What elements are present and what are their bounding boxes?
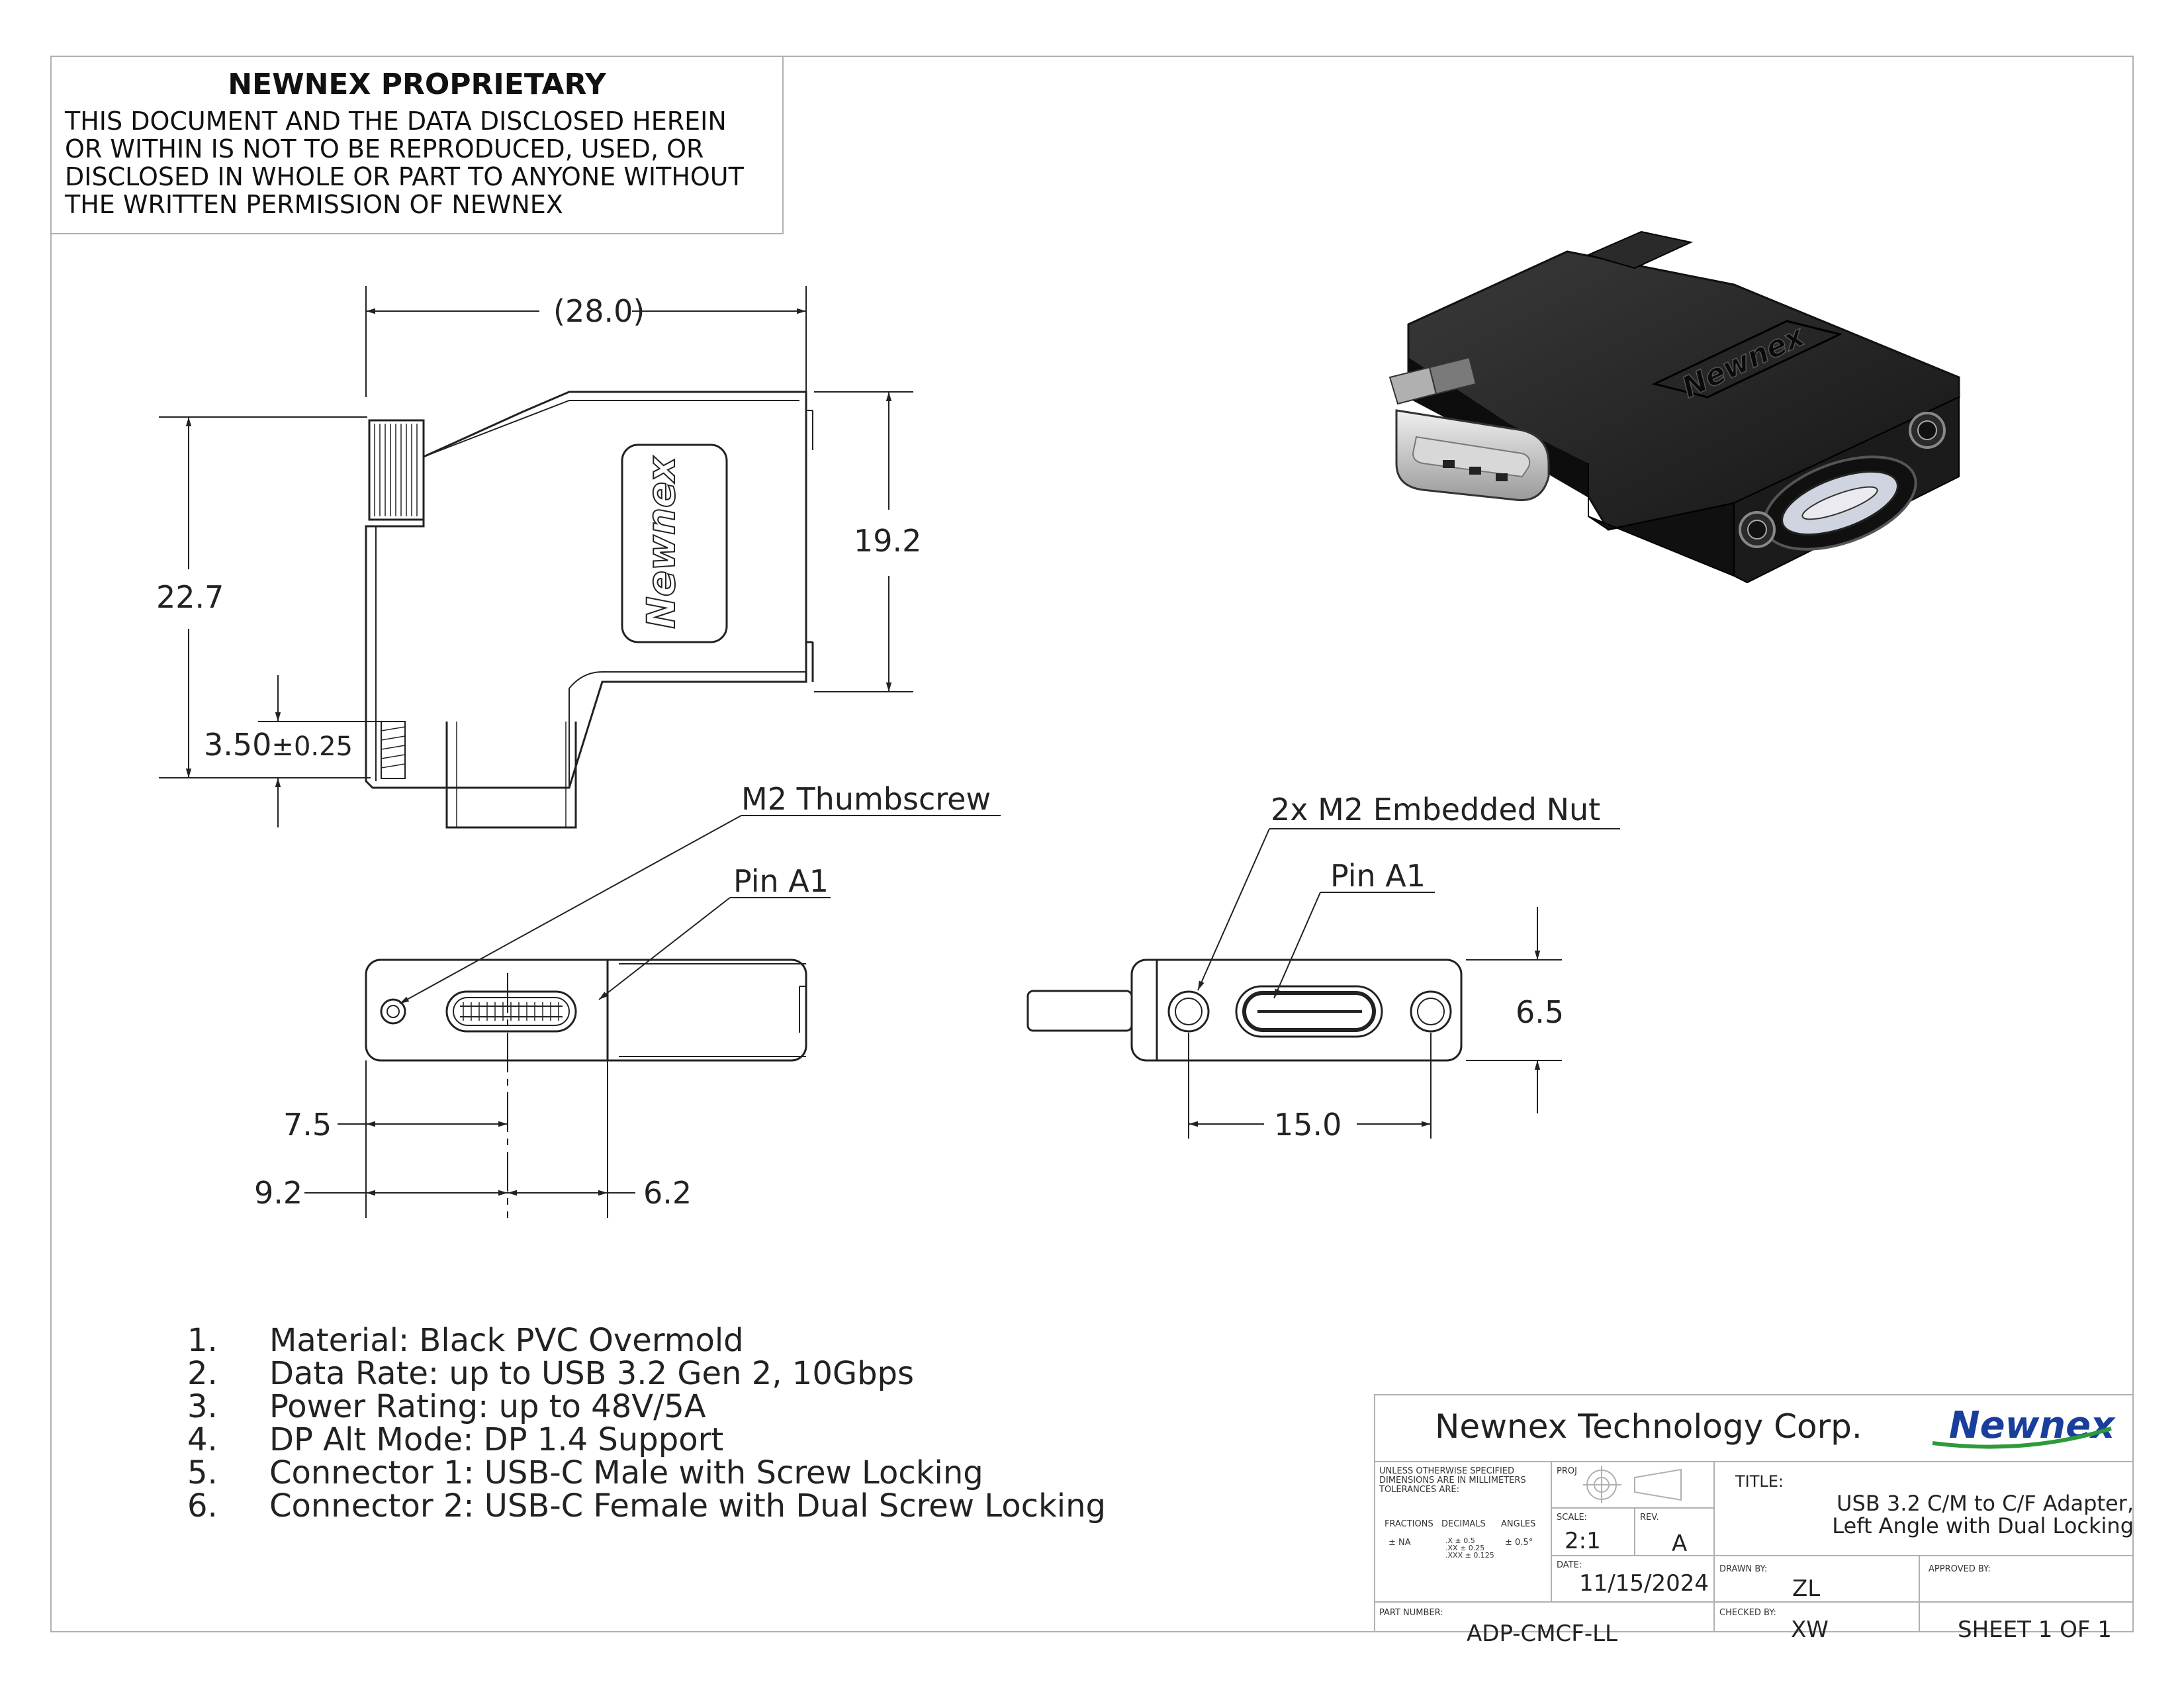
date-label: DATE:: [1557, 1560, 1582, 1570]
note-item: 6. Connector 2: USB-C Female with Dual Sc…: [187, 1489, 1106, 1523]
note-text: DP Alt Mode: DP 1.4 Support: [269, 1421, 724, 1458]
dim-height-right: 19.2: [854, 523, 922, 559]
drawing-title: USB 3.2 C/M to C/F Adapter, Left Angle w…: [1812, 1492, 2134, 1537]
callout-embedded-nut: 2x M2 Embedded Nut: [1271, 792, 1601, 827]
dim-width-top: (28.0): [553, 293, 645, 329]
note-item: 4. DP Alt Mode: DP 1.4 Support: [187, 1423, 1106, 1456]
tol-col-fractions: FRACTIONS: [1385, 1519, 1433, 1529]
proprietary-text: THIS DOCUMENT AND THE DATA DISCLOSED HER…: [65, 107, 780, 218]
tol-decimal-line: .XXX ± 0.125: [1445, 1551, 1494, 1560]
tol-col-decimals: DECIMALS: [1441, 1519, 1486, 1529]
male-end-view: [304, 815, 1001, 1218]
side-view: [159, 286, 913, 829]
note-number: 3.: [187, 1388, 218, 1425]
approved-label: APPROVED BY:: [1929, 1564, 1991, 1574]
dim-value: 28.0: [565, 293, 633, 329]
dim-male-offset-a: 7.5: [283, 1107, 332, 1143]
dim-tolerance: ±0.25: [271, 731, 353, 762]
note-text: Power Rating: up to 48V/5A: [269, 1388, 706, 1425]
sheet-border: [50, 56, 2134, 1632]
part-number: ADP-CMCF-LL: [1467, 1620, 1617, 1647]
note-item: 3. Power Rating: up to 48V/5A: [187, 1390, 1106, 1423]
checked-label: CHECKED BY:: [1719, 1608, 1776, 1618]
notes-list: 1. Material: Black PVC Overmold 2. Data Ra…: [187, 1324, 1106, 1523]
tolerance-header: UNLESS OTHERWISE SPECIFIED DIMENSIONS AR…: [1379, 1467, 1526, 1495]
tol-decimals: .X ± 0.5 .XX ± 0.25 .XXX ± 0.125: [1445, 1537, 1494, 1559]
dim-female-height: 6.5: [1516, 994, 1565, 1030]
title-label: TITLE:: [1735, 1472, 1784, 1491]
dim-male-offset-c: 6.2: [643, 1175, 692, 1211]
isometric-render: Newnex: [1388, 230, 1960, 584]
tolerance-header-line: TOLERANCES ARE:: [1379, 1485, 1459, 1495]
company-name: Newnex Technology Corp.: [1435, 1407, 1862, 1446]
dim-female-spacing: 15.0: [1274, 1107, 1342, 1143]
dim-screw-protrusion: 3.50±0.25: [204, 727, 353, 763]
drawn-label: DRAWN BY:: [1719, 1564, 1768, 1574]
title-block-logo: Newnex: [1949, 1404, 2116, 1447]
callout-thumbscrew: M2 Thumbscrew: [741, 781, 991, 817]
note-item: 2. Data Rate: up to USB 3.2 Gen 2, 10Gbps: [187, 1357, 1106, 1390]
tol-decimal-line: .X ± 0.5: [1445, 1536, 1475, 1545]
note-number: 1.: [187, 1322, 218, 1359]
drawing-title-line: Left Angle with Dual Locking: [1832, 1513, 2134, 1538]
scale-value: 2:1: [1565, 1528, 1601, 1554]
note-text: Connector 2: USB-C Female with Dual Scre…: [269, 1487, 1106, 1524]
dim-male-offset-b: 9.2: [254, 1175, 303, 1211]
date-value: 11/15/2024: [1579, 1570, 1709, 1597]
tol-decimal-line: .XX ± 0.25: [1445, 1544, 1485, 1552]
proprietary-line: THIS DOCUMENT AND THE DATA DISCLOSED HER…: [65, 107, 727, 136]
note-item: 5. Connector 1: USB-C Male with Screw Loc…: [187, 1456, 1106, 1489]
female-end-view: [1026, 828, 1620, 1139]
rev-value: A: [1672, 1530, 1688, 1557]
drawn-value: ZL: [1792, 1575, 1821, 1602]
tolerance-header-line: DIMENSIONS ARE IN MILLIMETERS: [1379, 1476, 1526, 1485]
note-number: 4.: [187, 1421, 218, 1458]
tol-col-angles: ANGLES: [1501, 1519, 1536, 1529]
note-text: Data Rate: up to USB 3.2 Gen 2, 10Gbps: [269, 1355, 915, 1392]
part-number-label: PART NUMBER:: [1379, 1608, 1443, 1618]
note-number: 6.: [187, 1487, 218, 1524]
note-item: 1. Material: Black PVC Overmold: [187, 1324, 1106, 1357]
proprietary-line: THE WRITTEN PERMISSION OF NEWNEX: [65, 190, 563, 219]
proprietary-title: NEWNEX PROPRIETARY: [228, 68, 606, 101]
sheet-number: SHEET 1 OF 1: [1958, 1617, 2112, 1643]
title-block-grid: [1374, 1461, 2134, 1632]
callout-pin-a1-right: Pin A1: [1330, 858, 1426, 894]
note-number: 5.: [187, 1454, 218, 1491]
proj-label: PROJ: [1557, 1466, 1577, 1476]
scale-label: SCALE:: [1557, 1513, 1588, 1523]
logo-swoosh: [1932, 1427, 2112, 1449]
side-logo: Newnex: [639, 456, 684, 629]
dim-height-left: 22.7: [156, 579, 224, 615]
tolerance-header-line: UNLESS OTHERWISE SPECIFIED: [1379, 1466, 1515, 1476]
note-number: 2.: [187, 1355, 218, 1392]
note-text: Material: Black PVC Overmold: [269, 1322, 744, 1359]
callout-pin-a1-left: Pin A1: [733, 863, 829, 899]
tol-angle: ± 0.5°: [1505, 1538, 1533, 1548]
tol-fraction: ± NA: [1388, 1538, 1411, 1548]
proprietary-line: DISCLOSED IN WHOLE OR PART TO ANYONE WIT…: [65, 162, 744, 191]
proprietary-line: OR WITHIN IS NOT TO BE REPRODUCED, USED,…: [65, 134, 704, 164]
dim-value: 3.50: [204, 727, 272, 763]
proprietary-notice: NEWNEX PROPRIETARY THIS DOCUMENT AND THE…: [50, 56, 784, 234]
title-block: Newnex Technology Corp. UNLESS OTHERWISE…: [1374, 1394, 2134, 1647]
checked-value: XW: [1791, 1617, 1829, 1643]
drawing-title-line: USB 3.2 C/M to C/F Adapter,: [1837, 1491, 2134, 1516]
rev-label: REV.: [1640, 1513, 1659, 1523]
note-text: Connector 1: USB-C Male with Screw Locki…: [269, 1454, 983, 1491]
